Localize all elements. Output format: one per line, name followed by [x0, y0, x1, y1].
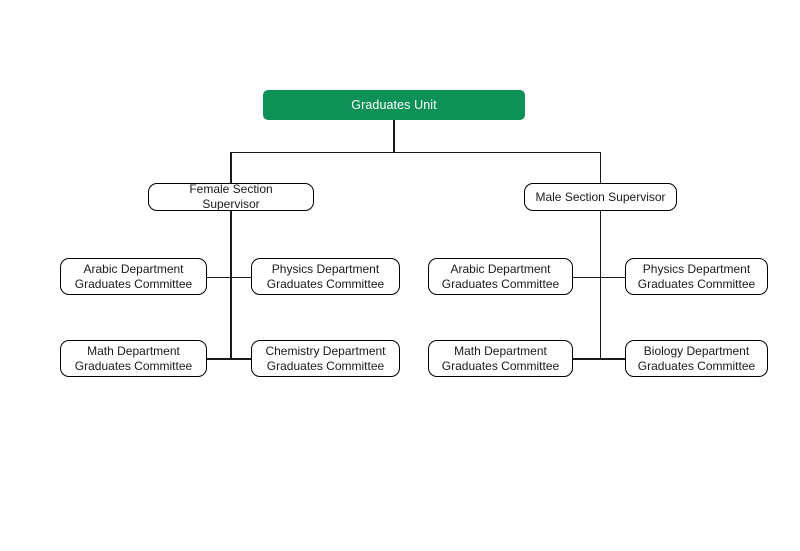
connector-female-row2-right	[230, 358, 251, 360]
node-female-arabic-committee[interactable]: Arabic Department Graduates Committee	[60, 258, 207, 295]
node-female-section-supervisor-label: Female Section Supervisor	[189, 182, 273, 211]
node-male-math-committee-label: Math Department Graduates Committee	[441, 343, 560, 373]
connector-male-row1-right	[599, 276, 626, 279]
node-graduates-unit-label: Graduates Unit	[351, 98, 437, 112]
node-female-physics-committee-label: Physics Department Graduates Committee	[266, 261, 385, 291]
connector-female-drop	[230, 151, 232, 184]
connector-male-row2-left	[573, 358, 600, 360]
node-male-math-committee[interactable]: Math Department Graduates Committee	[428, 340, 573, 377]
connector-root-bus	[231, 151, 601, 154]
connector-male-row2-right	[599, 358, 626, 360]
node-female-chemistry-committee-label: Chemistry Department Graduates Committee	[265, 343, 386, 373]
node-female-physics-committee[interactable]: Physics Department Graduates Committee	[251, 258, 400, 295]
connector-root-stem	[393, 119, 395, 153]
node-male-arabic-committee[interactable]: Arabic Department Graduates Committee	[428, 258, 573, 295]
node-female-chemistry-committee[interactable]: Chemistry Department Graduates Committee	[251, 340, 400, 377]
connector-female-row1-left	[207, 276, 231, 279]
connector-female-row1-right	[230, 276, 251, 279]
connector-male-drop	[599, 151, 602, 184]
node-female-section-supervisor[interactable]: Female Section Supervisor	[148, 182, 314, 211]
connector-female-row2-left	[207, 358, 231, 360]
node-female-arabic-committee-label: Arabic Department Graduates Committee	[74, 261, 193, 291]
node-male-physics-committee[interactable]: Physics Department Graduates Committee	[625, 258, 768, 295]
node-male-biology-committee[interactable]: Biology Department Graduates Committee	[625, 340, 768, 377]
node-male-biology-committee-label: Biology Department Graduates Committee	[637, 343, 756, 373]
node-male-arabic-committee-label: Arabic Department Graduates Committee	[441, 261, 560, 291]
node-male-physics-committee-label: Physics Department Graduates Committee	[637, 261, 756, 291]
connector-female-spine	[230, 211, 232, 359]
node-female-math-committee[interactable]: Math Department Graduates Committee	[60, 340, 207, 377]
connector-male-spine	[599, 211, 602, 359]
node-graduates-unit[interactable]: Graduates Unit	[263, 90, 525, 120]
node-male-section-supervisor-label: Male Section Supervisor	[535, 189, 666, 204]
node-female-math-committee-label: Math Department Graduates Committee	[74, 343, 193, 373]
node-male-section-supervisor[interactable]: Male Section Supervisor	[524, 183, 677, 211]
connector-male-row1-left	[573, 276, 600, 279]
